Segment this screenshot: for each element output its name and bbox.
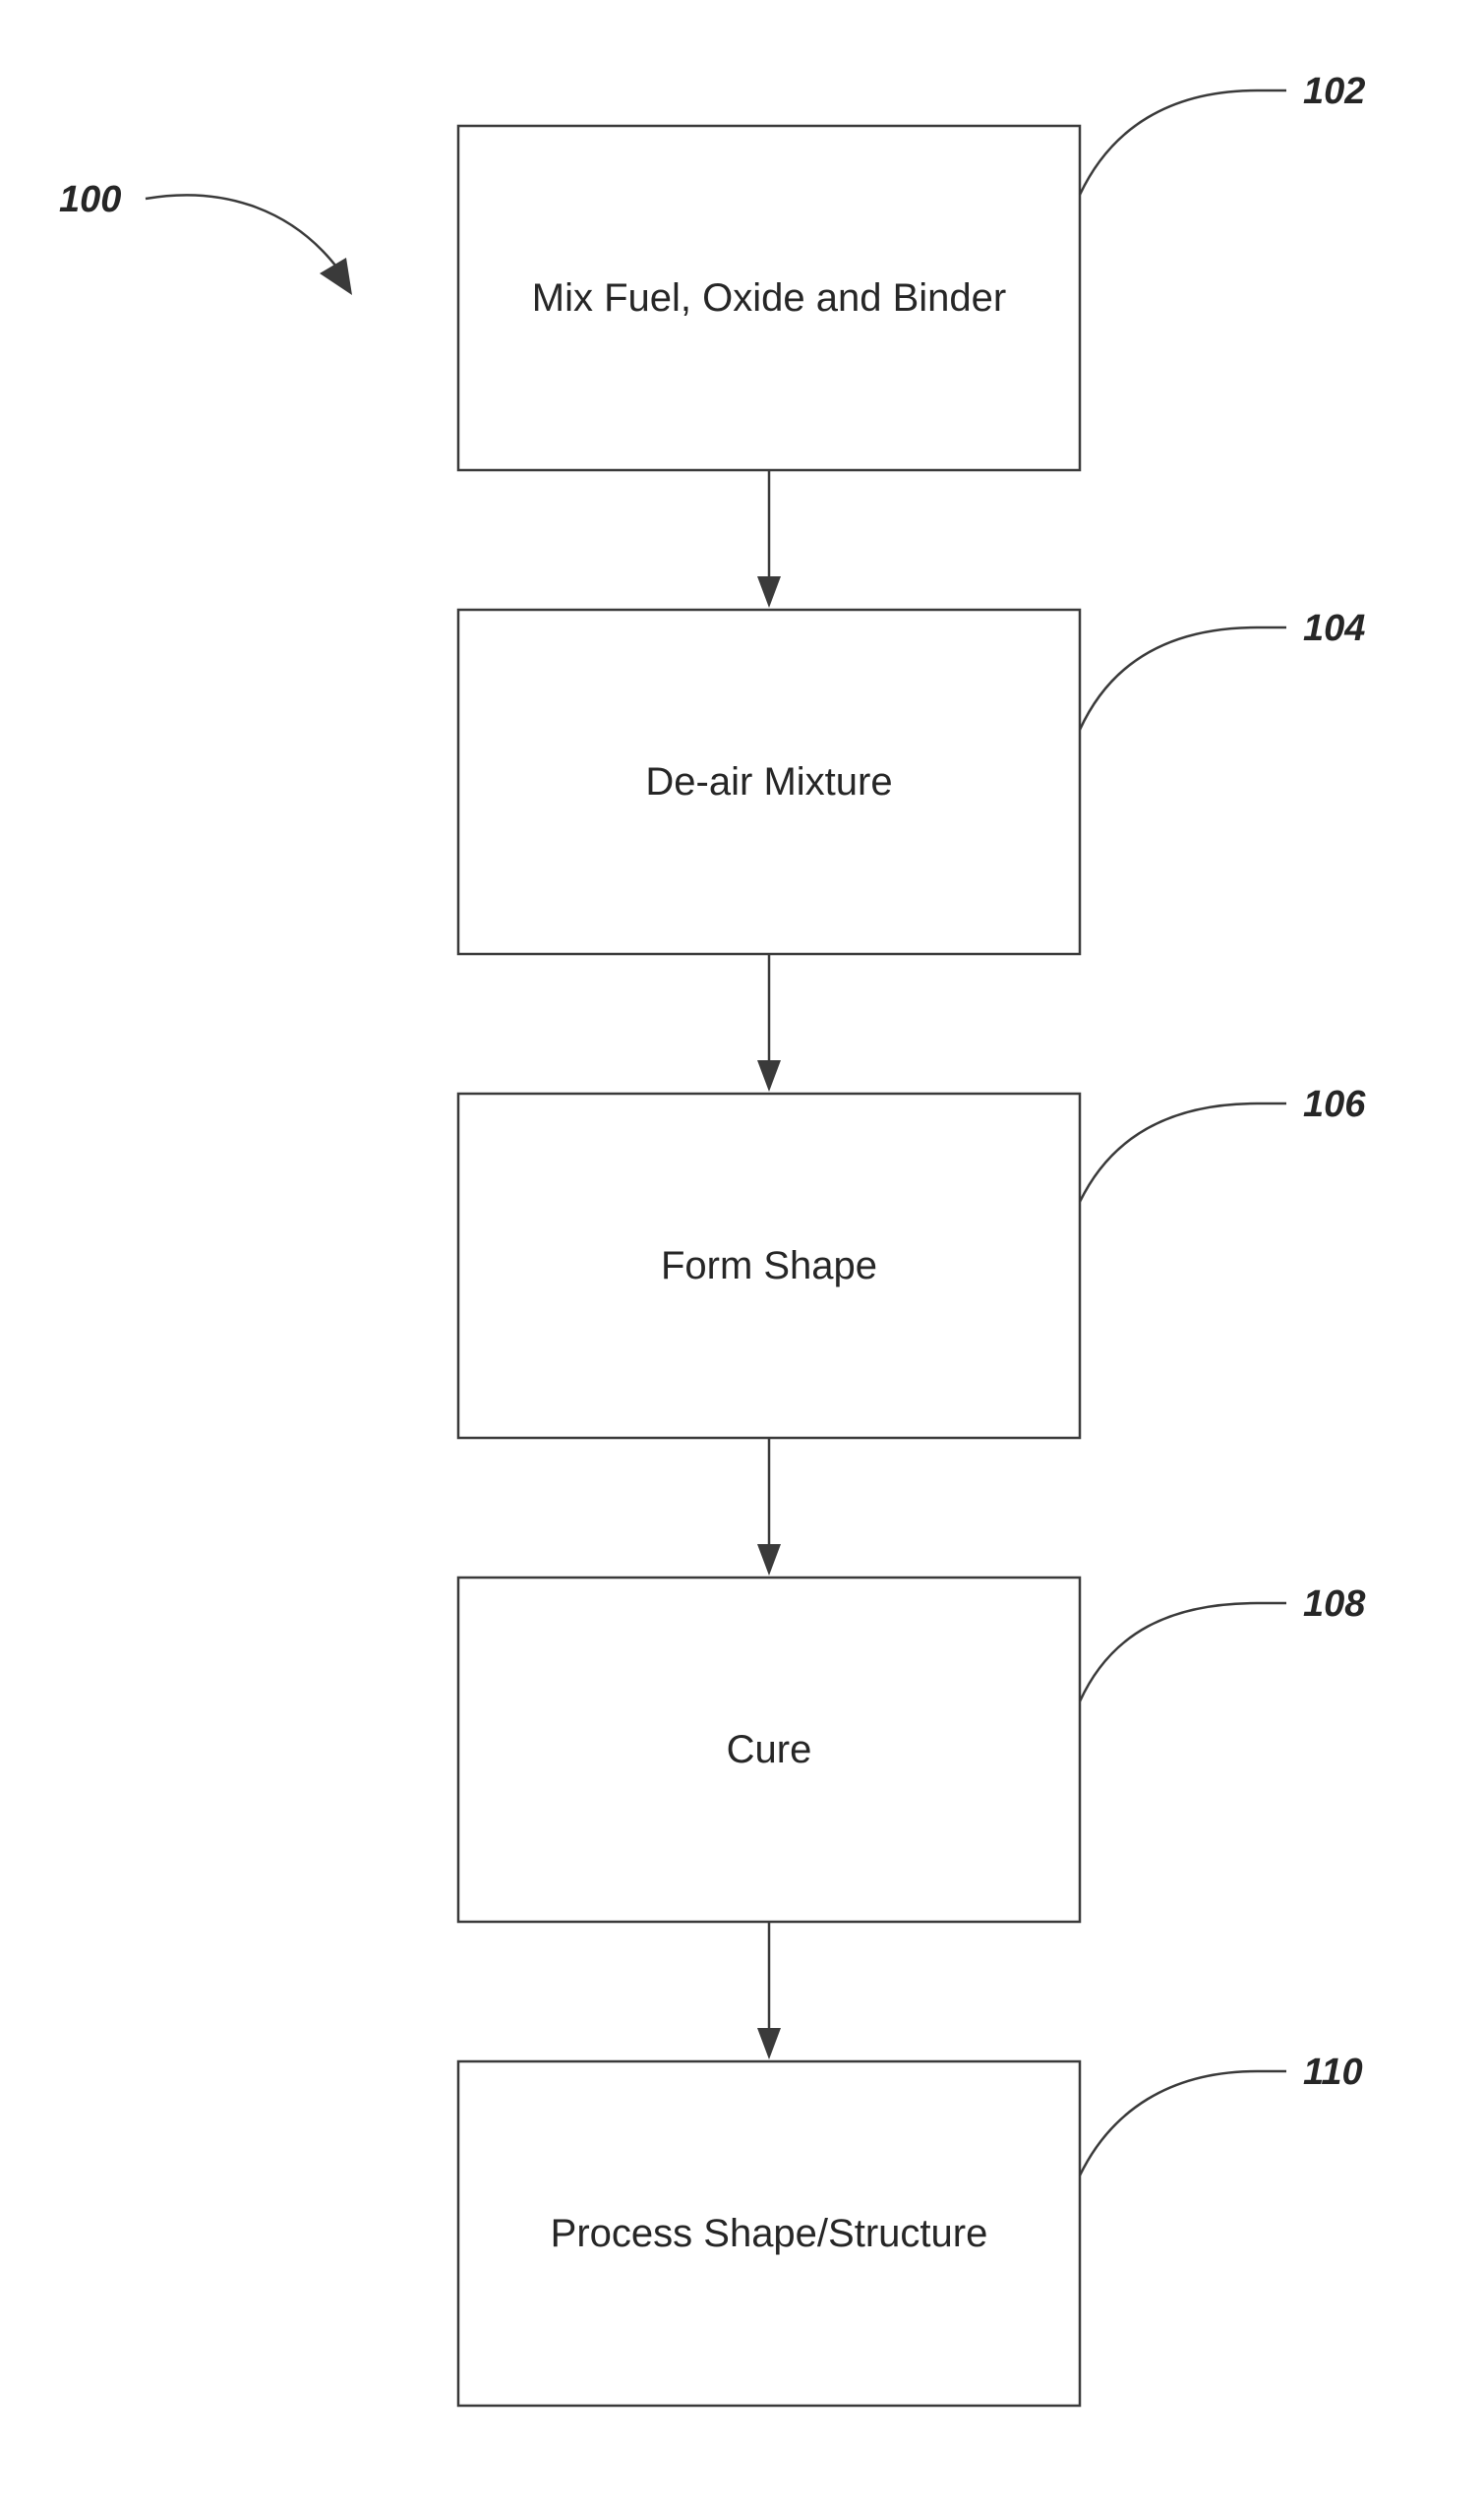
figure-reference-arrowhead <box>320 258 352 295</box>
figure-reference-leader <box>146 195 339 270</box>
connector-arrow <box>757 470 781 608</box>
step-cure: Cure 108 <box>458 1578 1366 1922</box>
step-cure-ref: 108 <box>1303 1583 1366 1625</box>
connector-arrow <box>757 1438 781 1576</box>
step-process-shape-ref: 110 <box>1303 2052 1363 2093</box>
step-process-shape-label: Process Shape/Structure <box>551 2212 988 2255</box>
step-deair: De-air Mixture 104 <box>458 608 1365 954</box>
step-mix-label: Mix Fuel, Oxide and Binder <box>532 276 1006 320</box>
step-process-shape-leader <box>1080 2071 1286 2176</box>
step-cure-leader <box>1080 1603 1286 1701</box>
connector-arrow <box>757 1922 781 2059</box>
step-mix-ref: 102 <box>1303 71 1365 112</box>
step-form-shape-ref: 106 <box>1303 1084 1366 1125</box>
step-deair-ref: 104 <box>1303 608 1365 649</box>
step-form-shape: Form Shape 106 <box>458 1084 1366 1438</box>
step-mix-leader <box>1080 90 1286 195</box>
step-deair-label: De-air Mixture <box>645 760 892 804</box>
step-mix: Mix Fuel, Oxide and Binder 102 <box>458 71 1365 470</box>
figure-reference-label: 100 <box>59 179 121 220</box>
figure-reference: 100 <box>59 179 352 295</box>
step-form-shape-label: Form Shape <box>661 1244 877 1287</box>
step-deair-leader <box>1080 627 1286 730</box>
connector-arrow <box>757 954 781 1092</box>
step-form-shape-leader <box>1080 1103 1286 1202</box>
step-cure-label: Cure <box>727 1728 812 1771</box>
step-process-shape: Process Shape/Structure 110 <box>458 2052 1363 2406</box>
